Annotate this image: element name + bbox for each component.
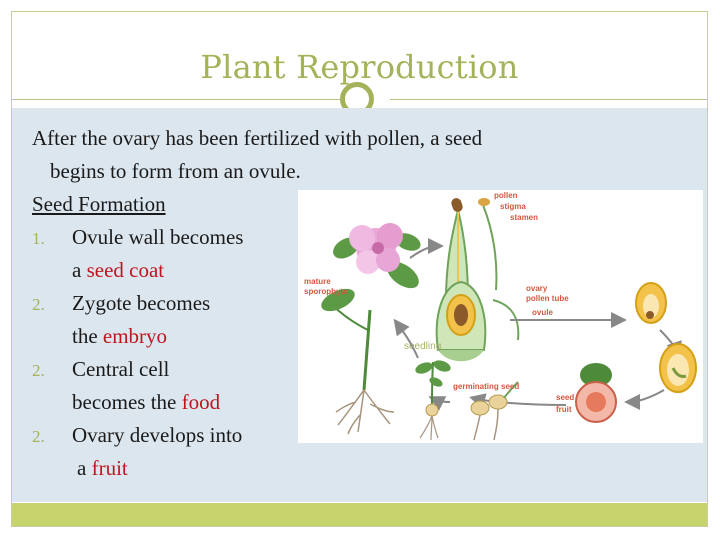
list-item: 2. Ovary develops into (32, 419, 632, 452)
label-seedling: seedling (404, 341, 441, 352)
list-number: 1. (32, 229, 45, 248)
list-item-pre: a (77, 456, 92, 480)
label-pollen-tube: pollen tube (526, 294, 569, 303)
list-number: 2. (32, 361, 45, 380)
label-fruit: fruit (556, 405, 572, 414)
body-text: After the ovary has been fertilized with… (32, 122, 632, 485)
highlight-term: fruit (91, 456, 128, 480)
list-item-pre: the (72, 324, 103, 348)
list-item-continuation: becomes the food (32, 386, 632, 419)
cycle-arrow (393, 318, 419, 359)
list-item-lead: Zygote becomes (72, 291, 211, 315)
label-ovule: ovule (532, 308, 553, 317)
list-item-lead: Central cell (72, 357, 170, 381)
highlight-term: embryo (102, 324, 168, 348)
germinating-seed-drawing (470, 381, 519, 441)
list-item-pre: a (72, 258, 87, 282)
seedling-drawing (415, 360, 451, 441)
list-item: 2. Central cell (32, 353, 632, 386)
section-heading: Seed Formation (32, 192, 166, 216)
ovule-drawing (635, 282, 667, 324)
list-item: 1. Ovule wall becomes (32, 221, 632, 254)
seed-drawing (659, 343, 697, 393)
footer-bar (12, 503, 707, 526)
list-number: 2. (32, 295, 45, 314)
label-sporophyte: sporophyte (304, 287, 348, 296)
list-item-lead: Ovule wall becomes (72, 225, 244, 249)
cycle-arrow (624, 389, 665, 410)
flower-cross-section (435, 198, 520, 362)
highlight-term: food (181, 390, 221, 414)
list-item-pre: becomes the (72, 390, 182, 414)
list-item-continuation: the embryo (32, 320, 632, 353)
list-number: 2. (32, 427, 45, 446)
title-divider-left (12, 99, 340, 100)
mature-sporophyte-plant (321, 223, 421, 435)
intro-line-1: After the ovary has been fertilized with… (32, 126, 483, 150)
intro-paragraph: After the ovary has been fertilized with… (32, 122, 632, 188)
label-ovary: ovary (526, 284, 548, 293)
cycle-arrow (428, 396, 451, 411)
list-item-continuation: a seed coat (32, 254, 632, 287)
label-stamen: stamen (510, 213, 538, 222)
title-divider-right (390, 99, 707, 100)
label-pollen: pollen (494, 191, 518, 200)
label-seed: seed (556, 393, 574, 402)
intro-line-2: begins to form from an ovule. (50, 159, 301, 183)
label-stigma: stigma (500, 202, 526, 211)
label-germinating-seed: germinating seed (453, 382, 519, 391)
plant-life-cycle-diagram: mature sporophyte pollen stigma stamen o… (298, 190, 703, 443)
label-mature: mature (304, 277, 331, 286)
plant-life-cycle-illustration: mature sporophyte pollen stigma stamen o… (304, 191, 697, 441)
slide-title: Plant Reproduction (200, 48, 519, 86)
cycle-arrow (409, 238, 444, 259)
fruit-drawing (575, 363, 617, 423)
list-item-continuation: a fruit (32, 452, 632, 485)
highlight-term: seed coat (86, 258, 165, 282)
list-item-lead: Ovary develops into (72, 423, 243, 447)
list-item: 2. Zygote becomes (32, 287, 632, 320)
cycle-arrow (469, 393, 567, 409)
